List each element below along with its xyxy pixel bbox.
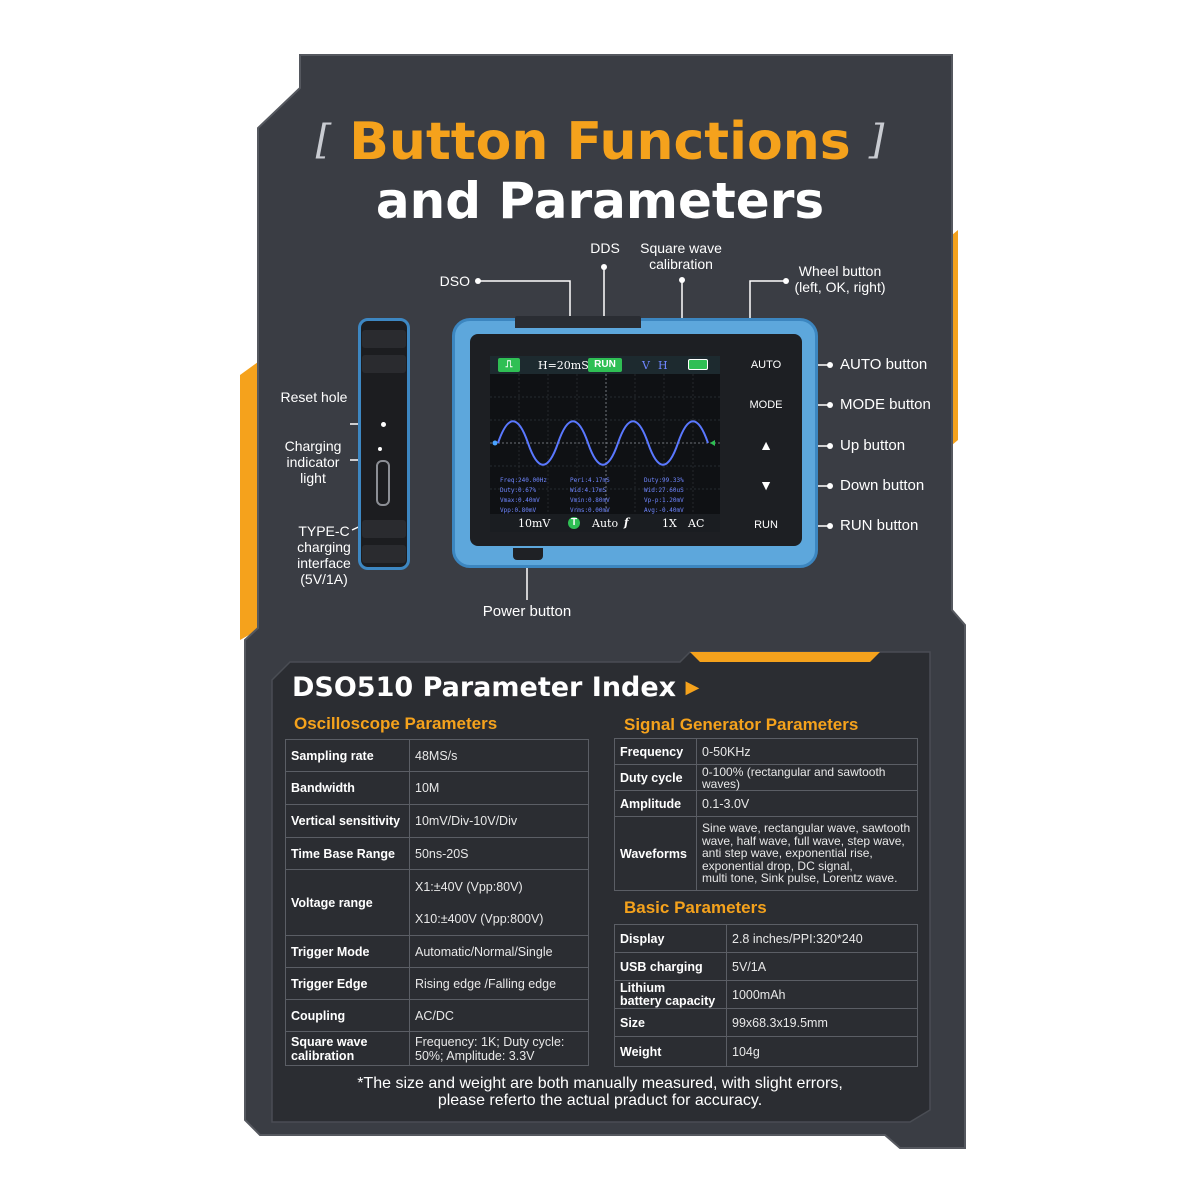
signal-generator-table: Frequency 0-50KHz Duty cycle 0-100% (rec… [614, 738, 918, 891]
screen-volt-div: 10mV [518, 517, 551, 530]
title-main: Button Functions [349, 112, 851, 172]
callout-square-wave: Square wave calibration [640, 240, 722, 272]
parameter-index-title: DSO510 Parameter Index ▶ [292, 672, 700, 703]
table-row: Duty cycle 0-100% (rectangular and sawto… [614, 764, 918, 791]
trigger-icon: T [568, 517, 580, 529]
side-grip [362, 520, 406, 538]
meas-col-1: Freq:240.00Hz Duty:0.67% Vmax:0.40mV Vpp… [500, 477, 547, 514]
basic-parameters-table: Display 2.8 inches/PPI:320*240 USB charg… [614, 924, 918, 1067]
callout-dso: DSO [439, 273, 470, 289]
side-grip [362, 330, 406, 348]
osc-section-title: Oscilloscope Parameters [294, 714, 498, 733]
screen-trigger-mode: Auto [592, 517, 619, 530]
table-row: Bandwidth 10M [285, 771, 589, 805]
waveform-plot [490, 374, 720, 514]
screen-coupling: AC [688, 517, 705, 530]
up-arrow-icon: ▲ [759, 437, 773, 453]
table-row: Vertical sensitivity 10mV/Div-10V/Div [285, 804, 589, 838]
table-row: Size 99x68.3x19.5mm [614, 1008, 918, 1037]
table-row: Coupling AC/DC [285, 999, 589, 1032]
table-row: Voltage range X1:±40V (Vpp:80V) X10:±400… [285, 869, 589, 936]
orange-accent-left [240, 362, 258, 640]
table-row: Square wave calibration Frequency: 1K; D… [285, 1031, 589, 1066]
run-button[interactable]: RUN [754, 519, 778, 531]
orange-tab [690, 652, 880, 662]
table-row: Trigger Mode Automatic/Normal/Single [285, 935, 589, 968]
page-subtitle: and Parameters [375, 172, 825, 230]
callout-run-button: RUN button [840, 517, 919, 534]
meas-col-2: Peri:4.17mS Wid:4.17mS Vmin:0.80mV Vrms:… [570, 477, 610, 514]
side-grip [362, 355, 406, 373]
screen-run-badge: RUN [588, 358, 622, 372]
callout-auto-button: AUTO button [840, 356, 928, 373]
play-arrow-icon: ▶ [685, 677, 700, 698]
title-bracket-close: ] [868, 117, 885, 163]
table-row: Sampling rate 48MS/s [285, 739, 589, 772]
up-button[interactable]: ▲ [740, 428, 792, 462]
auto-button[interactable]: AUTO [750, 359, 782, 371]
charging-indicator-light [378, 447, 382, 451]
channel-icon: ⎍ [498, 358, 520, 372]
sine-wave [497, 420, 709, 466]
callout-dds: DDS [590, 240, 620, 256]
callout-up-button: Up button [840, 437, 906, 454]
callout-wheel-button: Wheel button (left, OK, right) [794, 263, 886, 295]
typec-port[interactable] [376, 460, 390, 506]
table-row: Trigger Edge Rising edge /Falling edge [285, 967, 589, 1000]
reset-hole[interactable] [381, 422, 386, 427]
title-bracket-open: [ [315, 117, 332, 163]
siggen-section-title: Signal Generator Parameters [624, 715, 859, 734]
oscilloscope-table: Sampling rate 48MS/s Bandwidth 10M Verti… [285, 739, 589, 1066]
callout-down-button: Down button [840, 477, 925, 494]
screen-probe: 1X [662, 517, 677, 530]
table-row: Lithium battery capacity 1000mAh [614, 980, 918, 1009]
footnote: *The size and weight are both manually m… [357, 1075, 843, 1109]
table-row: Weight 104g [614, 1036, 918, 1067]
meas-col-3: Duty:99.33% Wid:27.60uS Vp-p:1.20mV Avg:… [644, 477, 684, 514]
screen-bottom-bar [490, 514, 720, 532]
screen-v-label: V [642, 359, 650, 372]
table-row: USB charging 5V/1A [614, 952, 918, 981]
callout-typec: TYPE-C charging interface (5V/1A) [297, 523, 351, 587]
page-title: [ Button Functions ] [0, 112, 1200, 172]
basic-section-title: Basic Parameters [624, 898, 767, 917]
callout-mode-button: MODE button [840, 396, 931, 413]
callout-charging-light: Charging indicator light [284, 438, 342, 486]
edge-icon: f [624, 516, 629, 529]
device-screen: ⎍ H=20mS RUN V H Freq:240.00Hz Duty:0.67… [490, 356, 720, 532]
screen-h-label: H [658, 359, 668, 372]
screen-timebase: H=20mS [538, 359, 589, 372]
table-row: Frequency 0-50KHz [614, 738, 918, 765]
side-grip [362, 545, 406, 563]
device-top-edge [515, 316, 641, 328]
callout-reset-hole: Reset hole [280, 389, 348, 405]
callout-power-button: Power button [482, 603, 572, 620]
table-row: Display 2.8 inches/PPI:320*240 [614, 924, 918, 953]
table-row: Time Base Range 50ns-20S [285, 837, 589, 870]
down-arrow-icon: ▼ [759, 477, 773, 493]
power-button[interactable] [513, 548, 543, 560]
battery-icon [688, 359, 708, 370]
mode-button[interactable]: MODE [749, 399, 783, 411]
device-button-column: AUTO MODE ▲ ▼ RUN [740, 348, 792, 538]
down-button[interactable]: ▼ [740, 468, 792, 502]
table-row: Amplitude 0.1-3.0V [614, 790, 918, 817]
table-row: Waveforms Sine wave, rectangular wave, s… [614, 816, 918, 891]
